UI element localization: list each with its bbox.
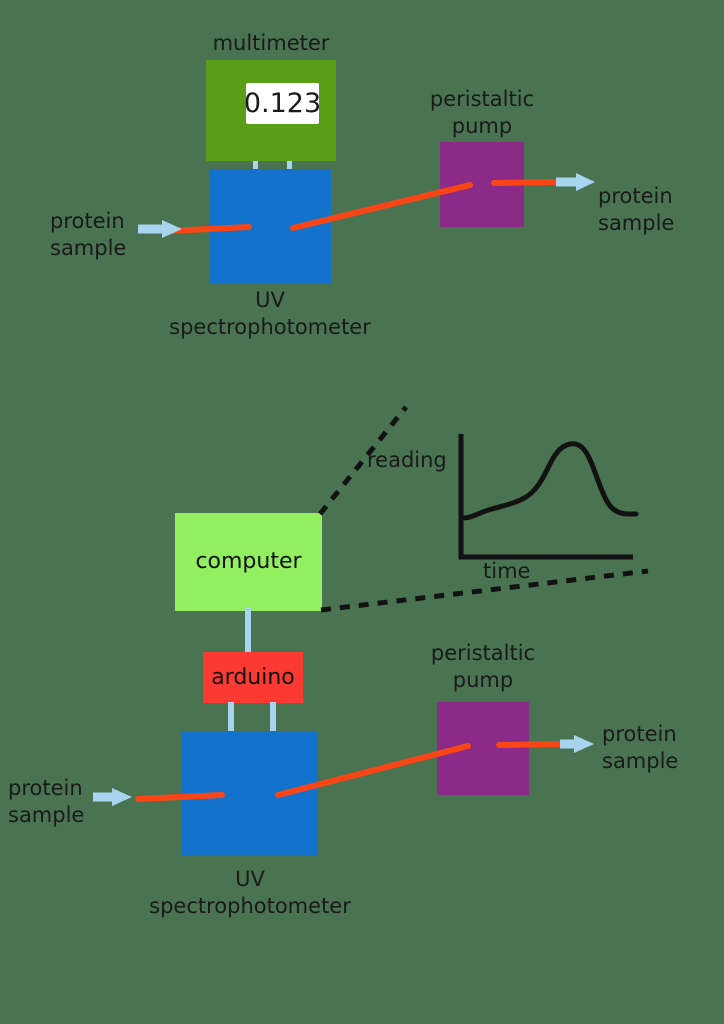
peristaltic-pump-body-bottom[interactable] (437, 702, 529, 795)
chart-series-reading (460, 441, 639, 521)
uv-spectrophotometer-body-bottom[interactable] (182, 731, 318, 856)
uv-spectrophotometer-label-bottom: UV spectrophotometer (149, 867, 351, 918)
arduino-label: arduino (211, 664, 295, 690)
multimeter-label: multimeter (212, 31, 330, 55)
uv-spectrophotometer-label-top: UV spectrophotometer (169, 288, 371, 339)
flow-arrow-outlet-top (556, 173, 595, 191)
chart-xlabel: time (483, 559, 531, 583)
multimeter-readout: 0.123 (244, 83, 321, 124)
peristaltic-pump-body-top[interactable] (440, 142, 524, 227)
arduino-body[interactable]: arduino (203, 652, 303, 703)
peristaltic-pump-label-bottom: peristaltic pump (430, 641, 536, 692)
computer-arduino-cable (245, 608, 251, 655)
computer-label: computer (195, 549, 302, 574)
reading-vs-time-chart (458, 434, 639, 560)
multimeter-body[interactable]: 0.123 (206, 60, 336, 161)
outlet-protein-sample-label-top: protein sample (598, 184, 675, 235)
computer-body[interactable]: computer (175, 513, 322, 611)
outlet-protein-sample-label-bottom: protein sample (602, 722, 679, 773)
inlet-protein-sample-label-bottom: protein sample (8, 776, 85, 827)
uv-spectrophotometer-body-top[interactable] (209, 169, 331, 283)
chart-ylabel: reading (367, 448, 447, 472)
peristaltic-pump-label-top: peristaltic pump (429, 87, 535, 138)
inlet-protein-sample-label-top: protein sample (50, 209, 127, 260)
flow-arrow-outlet-bottom (560, 735, 594, 753)
